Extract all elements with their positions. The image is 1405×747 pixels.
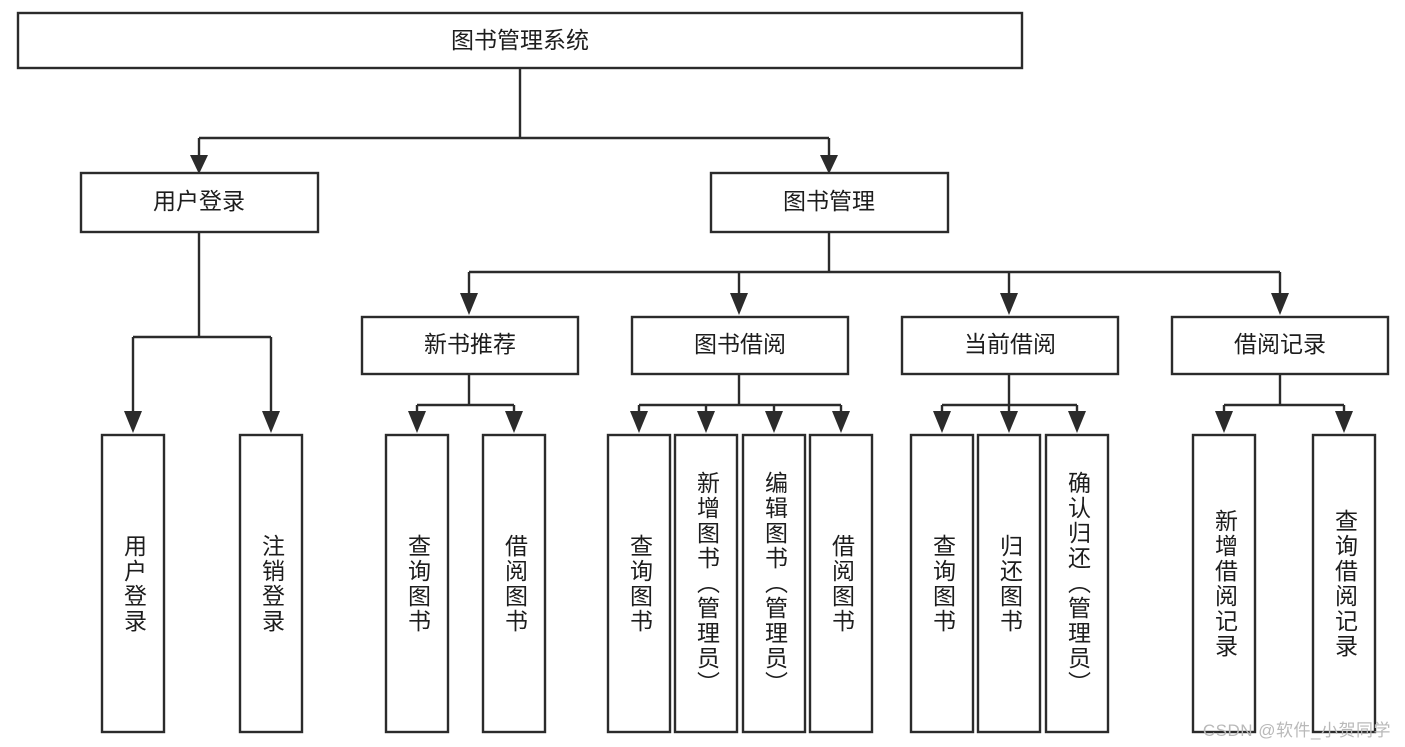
- arrowhead-bookborrow-leaf-2: [697, 411, 715, 433]
- node-root-label: 图书管理系统: [451, 27, 589, 53]
- leaf-box-current-query[interactable]: [909, 433, 975, 734]
- leaf-box-newbook-borrow[interactable]: [481, 433, 547, 734]
- leaf-box-current-confirm[interactable]: [1044, 433, 1110, 734]
- arrowhead-leaf-user-login: [124, 411, 142, 433]
- arrowhead-leaf-logout: [262, 411, 280, 433]
- node-new-book-recommend[interactable]: [360, 315, 580, 376]
- leaf-box-borrow-lend[interactable]: [808, 433, 874, 734]
- leaf-box-borrow-add[interactable]: [673, 433, 739, 734]
- node-book-borrow-label: 图书借阅: [694, 331, 786, 357]
- leaf-box-newbook-query[interactable]: [384, 433, 450, 734]
- connector-layer: [124, 69, 1353, 433]
- arrowhead-bookborrow-leaf-4: [832, 411, 850, 433]
- leaf-box-current-return[interactable]: [976, 433, 1042, 734]
- leaf-box-record-query[interactable]: [1311, 433, 1377, 734]
- csdn-watermark: CSDN @软件_小贺同学: [1202, 721, 1391, 740]
- arrowhead-bookborrow-leaf-3: [765, 411, 783, 433]
- arrowhead-currentborrow-leaf-2: [1000, 411, 1018, 433]
- leaf-box-logout[interactable]: [238, 433, 304, 734]
- node-user-login[interactable]: [79, 171, 320, 234]
- leaf-box-borrow-edit[interactable]: [741, 433, 807, 734]
- node-book-management-label: 图书管理: [783, 188, 875, 214]
- arrowhead-borrowrecord-leaf-1: [1215, 411, 1233, 433]
- arrowhead-bookborrow-leaf-1: [630, 411, 648, 433]
- arrowhead-new-book: [460, 293, 478, 315]
- arrowhead-borrow-record: [1271, 293, 1289, 315]
- node-current-borrow[interactable]: [900, 315, 1120, 376]
- node-current-borrow-label: 当前借阅: [964, 331, 1056, 357]
- arrowhead-borrowrecord-leaf-2: [1335, 411, 1353, 433]
- node-book-management[interactable]: [709, 171, 950, 234]
- arrowhead-newbook-leaf-1: [408, 411, 426, 433]
- arrowhead-current-borrow: [1000, 293, 1018, 315]
- arrowhead-book-manage: [820, 155, 838, 174]
- arrowhead-user-login: [190, 155, 208, 174]
- node-layer: 图书管理系统 用户登录 图书管理 新书推荐 图书借阅 当前借阅 借阅记录: [16, 11, 1390, 734]
- node-borrow-record[interactable]: [1170, 315, 1390, 376]
- leaf-box-record-add[interactable]: [1191, 433, 1257, 734]
- leaf-box-user-login[interactable]: [100, 433, 166, 734]
- node-user-login-label: 用户登录: [153, 188, 245, 214]
- leaf-box-borrow-query[interactable]: [606, 433, 672, 734]
- node-borrow-record-label: 借阅记录: [1234, 331, 1326, 357]
- arrowhead-book-borrow: [730, 293, 748, 315]
- node-root-book-management-system[interactable]: [16, 11, 1024, 70]
- node-new-book-recommend-label: 新书推荐: [424, 331, 516, 357]
- arrowhead-newbook-leaf-2: [505, 411, 523, 433]
- arrowhead-currentborrow-leaf-1: [933, 411, 951, 433]
- node-book-borrow[interactable]: [630, 315, 850, 376]
- arrowhead-currentborrow-leaf-3: [1068, 411, 1086, 433]
